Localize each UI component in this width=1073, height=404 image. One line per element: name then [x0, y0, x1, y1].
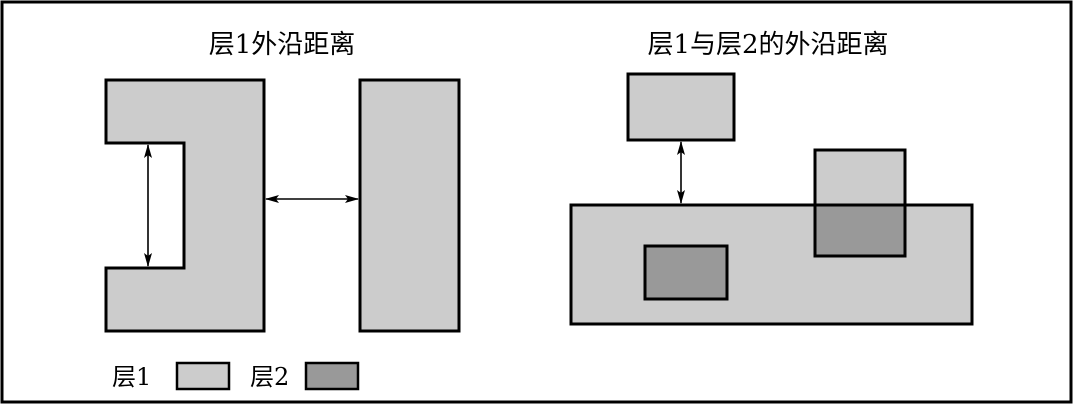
legend-layer1-swatch [175, 361, 231, 391]
layer2-inner-rect [643, 244, 729, 301]
legend-layer2-swatch [304, 361, 360, 391]
layer1-top-rect [626, 72, 736, 142]
left-panel-title: 层1外沿距离 [209, 30, 356, 60]
layer2-overhang-upper [813, 148, 907, 207]
legend-layer1-label: 层1 [112, 363, 151, 391]
legend-layer2-label: 层2 [250, 363, 289, 391]
right-panel-title: 层1与层2的外沿距离 [647, 30, 888, 60]
layer1-tall-rect [358, 78, 461, 333]
layer2-overhang-overlap [813, 203, 907, 258]
layer1-c-shape [104, 78, 266, 333]
layer1-base-rect [569, 203, 974, 326]
